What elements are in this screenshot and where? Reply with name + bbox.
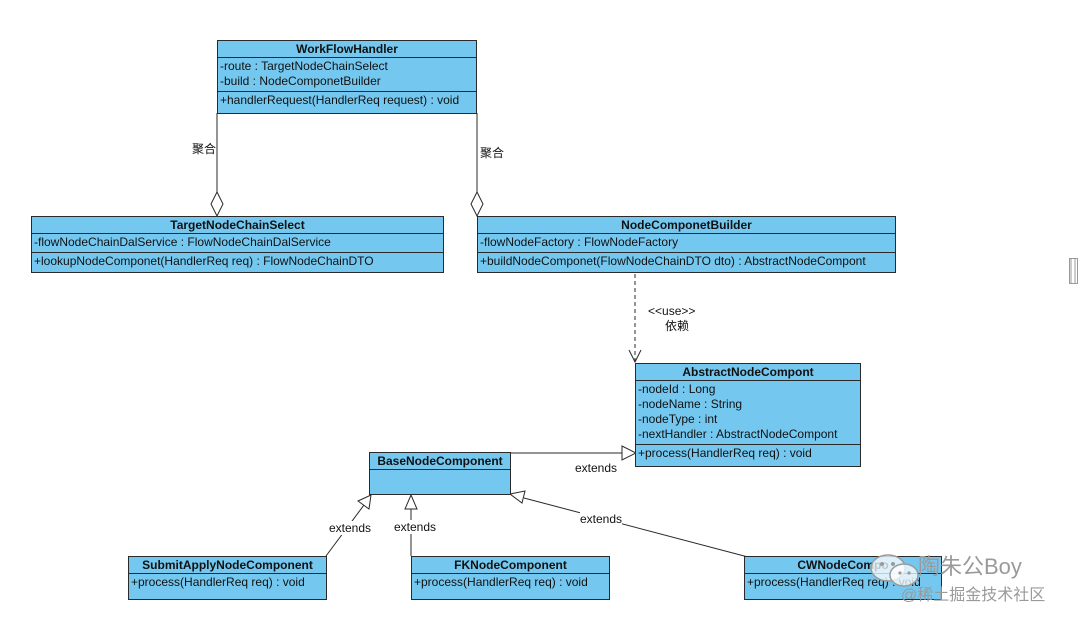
extends-label-submit: extends xyxy=(329,521,372,535)
class-attributes: -flowNodeFactory : FlowNodeFactory xyxy=(478,234,895,253)
class-operations: +process(HandlerReq req) : void xyxy=(129,574,326,592)
aggregation-label-right: 聚合 xyxy=(480,146,505,160)
class-attributes xyxy=(370,470,510,479)
attribute: -nodeType : int xyxy=(638,412,718,426)
attribute: -nextHandler : AbstractNodeCompont xyxy=(638,427,838,441)
class-attributes: -flowNodeChainDalService : FlowNodeChain… xyxy=(32,234,443,253)
dependency-label: 依赖 xyxy=(665,319,690,333)
class-cwnodecomponent[interactable]: CWNodeCompo +process(HandlerReq req) : v… xyxy=(744,556,942,600)
class-attributes: -route : TargetNodeChainSelect -build : … xyxy=(218,58,476,92)
class-workflowhandler[interactable]: WorkFlowHandler -route : TargetNodeChain… xyxy=(217,40,477,114)
extends-triangle-submit xyxy=(357,494,372,510)
watermark-author: 陶朱公Boy xyxy=(918,554,1022,579)
extends-label-fk: extends xyxy=(394,520,437,534)
class-title: SubmitApplyNodeComponent xyxy=(129,557,326,574)
attribute: -route : TargetNodeChainSelect xyxy=(220,59,388,73)
aggregation-diamond-right xyxy=(470,190,484,218)
extends-label-base: extends xyxy=(575,461,618,475)
operation: +buildNodeComponet(FlowNodeChainDTO dto)… xyxy=(480,254,866,268)
extends-triangle-cw xyxy=(508,490,526,504)
operation: +lookupNodeComponet(HandlerReq req) : Fl… xyxy=(34,254,374,268)
operation: +process(HandlerReq req) : void xyxy=(638,446,812,460)
class-basenodecomponent[interactable]: BaseNodeComponent xyxy=(369,452,511,495)
class-operations: +lookupNodeComponet(HandlerReq req) : Fl… xyxy=(32,253,443,271)
operation: +process(HandlerReq req) : void xyxy=(414,575,588,589)
extends-line-cw xyxy=(523,497,749,558)
operation: +handlerRequest(HandlerReq request) : vo… xyxy=(220,93,460,107)
class-title: BaseNodeComponent xyxy=(370,453,510,470)
scrollbar-handle[interactable] xyxy=(1069,258,1078,284)
attribute: -build : NodeComponetBuilder xyxy=(220,74,381,88)
class-title: CWNodeCompo xyxy=(745,557,941,574)
class-operations: +process(HandlerReq req) : void xyxy=(412,574,609,592)
attribute: -flowNodeFactory : FlowNodeFactory xyxy=(480,235,679,249)
extends-triangle-fk xyxy=(404,493,418,510)
class-attributes: -nodeId : Long -nodeName : String -nodeT… xyxy=(636,381,860,445)
aggregation-diamond-left xyxy=(210,190,224,218)
class-title: TargetNodeChainSelect xyxy=(32,217,443,234)
class-title: FKNodeComponent xyxy=(412,557,609,574)
watermark-site: @稀土掘金技术社区 xyxy=(901,587,1046,604)
class-operations: +process(HandlerReq req) : void xyxy=(636,445,860,463)
attribute: -flowNodeChainDalService : FlowNodeChain… xyxy=(34,235,331,249)
dependency-stereotype-label: <<use>> xyxy=(648,304,696,318)
attribute: -nodeId : Long xyxy=(638,382,716,396)
wechat-icon xyxy=(866,550,926,590)
extends-label-cw: extends xyxy=(580,512,623,526)
extends-triangle-base xyxy=(621,445,638,461)
class-targetnodechainselect[interactable]: TargetNodeChainSelect -flowNodeChainDalS… xyxy=(31,216,444,273)
class-fknodecomponent[interactable]: FKNodeComponent +process(HandlerReq req)… xyxy=(411,556,610,600)
class-submitapplynodecomponent[interactable]: SubmitApplyNodeComponent +process(Handle… xyxy=(128,556,327,600)
class-operations: +buildNodeComponet(FlowNodeChainDTO dto)… xyxy=(478,253,895,271)
dependency-arrowhead xyxy=(628,349,642,364)
class-operations: +handlerRequest(HandlerReq request) : vo… xyxy=(218,92,476,110)
aggregation-label-left: 聚合 xyxy=(192,142,217,156)
class-title: AbstractNodeCompont xyxy=(636,364,860,381)
class-nodecomponetbuilder[interactable]: NodeComponetBuilder -flowNodeFactory : F… xyxy=(477,216,896,273)
class-title: WorkFlowHandler xyxy=(218,41,476,58)
class-title: NodeComponetBuilder xyxy=(478,217,895,234)
attribute: -nodeName : String xyxy=(638,397,743,411)
operation: +process(HandlerReq req) : void xyxy=(131,575,305,589)
class-abstractnodecompont[interactable]: AbstractNodeCompont -nodeId : Long -node… xyxy=(635,363,861,467)
